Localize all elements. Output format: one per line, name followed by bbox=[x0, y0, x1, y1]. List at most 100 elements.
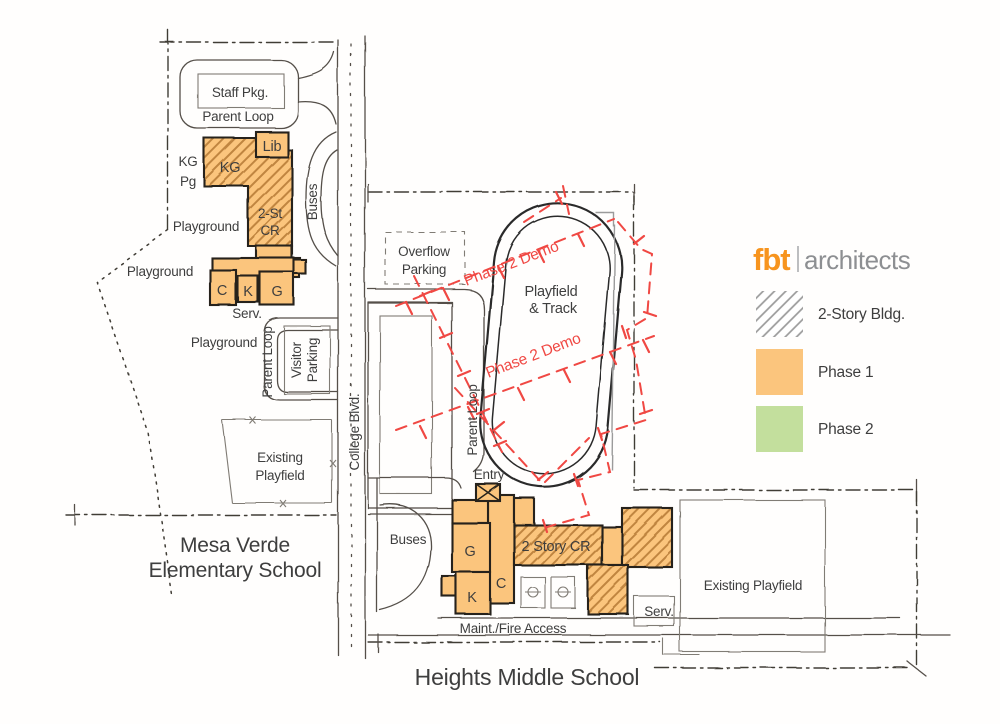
phase2-demo-lines bbox=[395, 185, 658, 534]
label-staff-parking: Staff Pkg. bbox=[212, 85, 268, 100]
mv-playfield-boundary bbox=[221, 419, 333, 504]
label-mv-serv: Serv. bbox=[232, 306, 262, 321]
demo-ticks-1 bbox=[404, 232, 651, 440]
mv-labels: Staff Pkg. Parent Loop KG Pg KG Lib 2-St… bbox=[127, 85, 322, 582]
mv-loop-connector bbox=[297, 51, 337, 125]
label-mv-k: K bbox=[243, 284, 253, 300]
hms-entry-road bbox=[367, 477, 462, 489]
hms-bldg-connector bbox=[600, 525, 624, 567]
label-mv-parent-loop-side: Parent Loop bbox=[260, 326, 275, 397]
hms-bldg-2story-cr bbox=[512, 523, 604, 567]
label-visitor-2: Parking bbox=[305, 338, 320, 382]
label-hms-c: C bbox=[496, 576, 506, 592]
hms-bldg-k bbox=[454, 570, 492, 616]
label-mv-parent-loop-top: Parent Loop bbox=[202, 109, 273, 124]
track-bleacher-line bbox=[596, 212, 616, 471]
label-hms-parent-loop: Parent Loop bbox=[465, 384, 480, 455]
hms-bldg-g bbox=[450, 521, 492, 574]
label-mv-buses: Buses bbox=[305, 183, 320, 220]
mv-bldg-g bbox=[258, 270, 296, 307]
hms-parking-lot-inner bbox=[379, 315, 433, 495]
label-mv-existing-2: Playfield bbox=[255, 468, 304, 483]
roads bbox=[179, 35, 951, 659]
demo-line-track bbox=[454, 387, 590, 486]
hms-buses-loop bbox=[379, 503, 432, 611]
hms-title: Heights Middle School bbox=[415, 664, 640, 690]
hms-boundary-ticks-n bbox=[367, 183, 635, 203]
mv-title-line1: Mesa Verde bbox=[180, 534, 290, 557]
label-2story-cr: 2 Story CR bbox=[522, 539, 591, 555]
hms-boundary-tick-se bbox=[907, 661, 927, 677]
hms-boundary-step bbox=[662, 638, 700, 656]
demo-line-east bbox=[546, 221, 654, 528]
label-hms-g: G bbox=[464, 544, 475, 560]
label-hms-k: K bbox=[467, 590, 477, 606]
label-kg-pg-2: Pg bbox=[180, 174, 196, 189]
label-2st-cr-1: 2-St bbox=[258, 206, 282, 221]
hms-court-2 bbox=[550, 576, 576, 609]
hms-bldg-spine bbox=[486, 493, 516, 605]
brand-architects: architects bbox=[804, 245, 911, 275]
legend-label-2story: 2-Story Bldg. bbox=[818, 306, 905, 323]
label-playground-a: Playground bbox=[173, 219, 239, 234]
label-kg-building: KG bbox=[220, 160, 241, 176]
track-inner bbox=[491, 215, 611, 475]
hms-service-yard bbox=[633, 595, 675, 627]
legend-swatch-phase1 bbox=[756, 349, 803, 395]
label-hms-buses: Buses bbox=[390, 532, 427, 547]
mv-bldg-library bbox=[254, 130, 290, 159]
mv-buses-loop-inner bbox=[320, 149, 339, 257]
hms-parking-lot-outer bbox=[367, 302, 453, 509]
hms-bldg-east-2story bbox=[620, 506, 674, 569]
mv-parent-loop-south-outer bbox=[263, 317, 339, 401]
legend-swatch-2story bbox=[756, 291, 803, 337]
mv-buildings bbox=[202, 130, 308, 307]
legend-swatch-phase2 bbox=[756, 406, 803, 452]
mv-staff-parking-lot bbox=[197, 73, 285, 109]
property-lines bbox=[65, 29, 927, 677]
legend-label-phase1: Phase 1 bbox=[818, 364, 873, 381]
hms-bldg-upper-right bbox=[512, 496, 536, 527]
hms-bldg-upper-left bbox=[450, 498, 490, 525]
mv-bldg-k bbox=[236, 274, 260, 304]
hms-loop-road-east bbox=[367, 288, 485, 473]
label-playground-b: Playground bbox=[127, 264, 193, 279]
brand-fbt: fbt bbox=[753, 242, 790, 277]
mv-boundary-diagonal-2 bbox=[96, 281, 173, 596]
label-hms-serv: Serv. bbox=[644, 604, 674, 619]
hms-bldg-south-2story bbox=[586, 563, 630, 616]
mv-visitor-parking-lot bbox=[283, 325, 331, 395]
mv-boundary-diagonal-1 bbox=[96, 229, 169, 283]
label-playfield-1: Playfield bbox=[524, 284, 577, 300]
label-entry: Entry bbox=[474, 467, 505, 482]
mv-playfield-ticks bbox=[249, 416, 337, 508]
mv-title-line2: Elementary School bbox=[149, 559, 322, 582]
legend: fbt architects 2-Story Bldg. Phase 1 Pha… bbox=[753, 242, 911, 452]
hms-entry-x bbox=[475, 483, 501, 502]
label-library: Lib bbox=[263, 139, 282, 155]
hms-existing-playfield-boundary bbox=[679, 499, 826, 653]
label-visitor-1: Visitor bbox=[289, 341, 304, 378]
label-mv-existing-1: Existing bbox=[257, 450, 303, 465]
label-playground-c: Playground bbox=[191, 335, 257, 350]
hms-court-1 bbox=[520, 576, 546, 609]
label-2st-cr-2: CR bbox=[260, 223, 280, 238]
label-overflow-1: Overflow bbox=[398, 244, 450, 259]
label-kg-pg-1: KG bbox=[178, 154, 197, 169]
demo-line-top bbox=[523, 185, 570, 223]
hms-bldg-bump bbox=[440, 574, 458, 598]
label-mv-g: G bbox=[271, 284, 282, 300]
label-college-blvd: College Blvd. bbox=[347, 394, 362, 471]
hms-buildings bbox=[440, 482, 674, 616]
mv-parent-loop-road bbox=[179, 59, 299, 129]
mv-bldg-notch bbox=[292, 258, 308, 276]
label-playfield-2: & Track bbox=[529, 301, 578, 317]
label-overflow-2: Parking bbox=[402, 262, 446, 277]
mv-bldg-c bbox=[208, 268, 238, 307]
label-hms-existing-playfield: Existing Playfield bbox=[704, 578, 802, 593]
legend-label-phase2: Phase 2 bbox=[818, 421, 873, 438]
demo-ticks-2 bbox=[418, 190, 658, 534]
mv-buses-loop-outer bbox=[305, 131, 337, 267]
